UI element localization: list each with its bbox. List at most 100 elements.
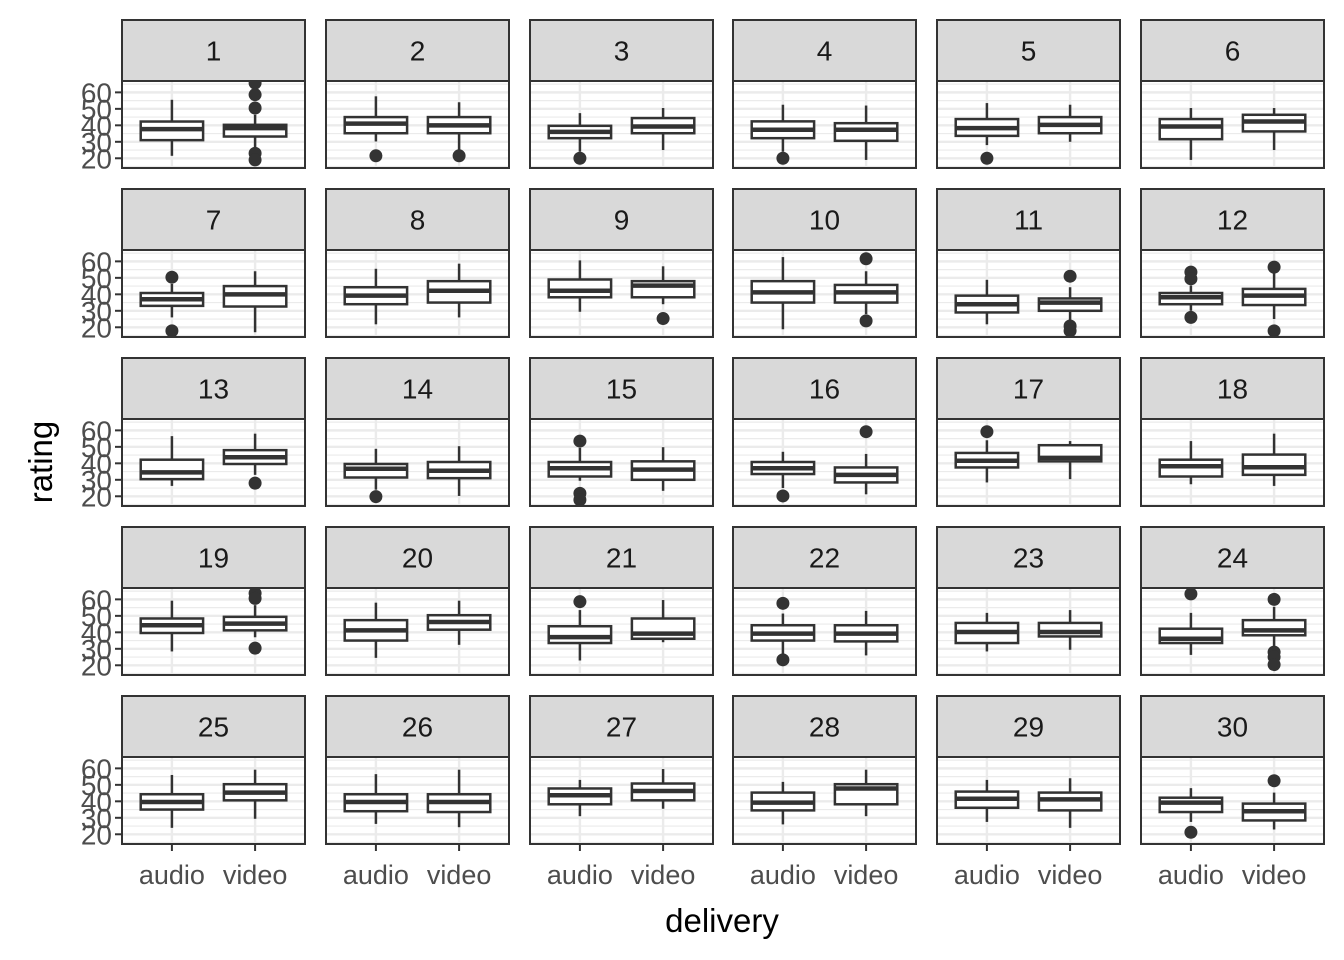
box-audio [954, 779, 1020, 822]
facet-panel-11: 11 [936, 188, 1121, 338]
y-tick-label: 40 [81, 617, 112, 648]
facet-strip-label: 25 [198, 712, 229, 743]
facet-panel-6: 6 [1140, 19, 1325, 169]
x-tick-label: video [1038, 860, 1103, 890]
y-tick-label: 30 [81, 803, 112, 834]
box-video [1037, 441, 1103, 480]
facet-strip-label: 14 [402, 374, 433, 405]
facet-panel-10: 10 [732, 188, 917, 338]
facet-strip [732, 695, 917, 758]
facet-strip-label: 9 [614, 205, 630, 236]
y-tick-label: 50 [81, 770, 112, 801]
box-video [222, 433, 288, 490]
x-tick-label: video [427, 860, 492, 890]
facet-strip-label: 26 [402, 712, 433, 743]
outlier-point [776, 151, 790, 165]
box-video [1241, 774, 1307, 830]
facet-panel-18: 18 [1140, 357, 1325, 507]
x-tick-label: audio [1158, 860, 1224, 890]
box-audio [750, 451, 816, 503]
box-audio [750, 257, 816, 330]
box-video [426, 769, 492, 828]
box-iqr [222, 123, 288, 138]
facet-strip-label: 12 [1217, 205, 1248, 236]
y-tick-label: 30 [81, 465, 112, 496]
facet-panel-5: 5 [936, 19, 1121, 169]
y-tick-label: 20 [81, 312, 112, 343]
box-audio [1158, 108, 1224, 160]
facet-strip-label: 4 [817, 36, 833, 67]
facet-strip [121, 188, 306, 251]
facet-strip [529, 526, 714, 589]
facet-panel-17: 17 [936, 357, 1121, 507]
box-audio [343, 774, 409, 824]
facet-panel-3: 3 [529, 19, 714, 169]
outlier-point [1267, 592, 1281, 606]
box-video [833, 425, 899, 495]
outlier-point [1063, 324, 1077, 338]
box-video [833, 105, 899, 160]
facet-strip-label: 20 [402, 543, 433, 574]
box-video [1037, 610, 1103, 650]
facet-strip [732, 188, 917, 251]
facet-strip [121, 526, 306, 589]
box-audio [547, 113, 613, 165]
facet-panel-2: 2 [325, 19, 510, 169]
box-video [1037, 269, 1103, 338]
y-tick-label: 40 [81, 786, 112, 817]
y-tick-label: 50 [81, 432, 112, 463]
facet-strip-label: 21 [606, 543, 637, 574]
box-video [630, 266, 696, 326]
y-tick-label: 50 [81, 601, 112, 632]
box-video [426, 446, 492, 496]
box-audio [954, 612, 1020, 652]
box-audio [1158, 265, 1224, 324]
outlier-point [573, 434, 587, 448]
box-audio [1158, 441, 1224, 485]
facet-strip-label: 15 [606, 374, 637, 405]
box-video [1241, 592, 1307, 672]
facet-strip [732, 19, 917, 82]
box-audio [547, 434, 613, 507]
box-audio [750, 781, 816, 825]
x-axis-title: delivery [665, 902, 779, 939]
facet-strip [121, 357, 306, 420]
box-video [630, 447, 696, 491]
facet-strip [936, 357, 1121, 420]
facet-strip-label: 5 [1021, 36, 1037, 67]
x-tick-label: audio [343, 860, 409, 890]
outlier-point [248, 153, 262, 167]
facet-strip [1140, 357, 1325, 420]
facet-strip-label: 7 [206, 205, 222, 236]
facet-panel-16: 16 [732, 357, 917, 507]
outlier-point [1184, 310, 1198, 324]
box-audio [547, 260, 613, 312]
outlier-point [248, 88, 262, 102]
facet-strip [325, 526, 510, 589]
y-tick-label: 50 [81, 263, 112, 294]
facet-strip-label: 30 [1217, 712, 1248, 743]
box-video [833, 769, 899, 817]
box-audio [954, 103, 1020, 165]
x-tick-label: video [223, 860, 288, 890]
box-video [222, 271, 288, 333]
outlier-point [248, 101, 262, 115]
facet-panel-15: 15 [529, 357, 714, 507]
box-video [630, 769, 696, 809]
outlier-point [573, 151, 587, 165]
y-tick-label: 50 [81, 94, 112, 125]
outlier-point [1184, 825, 1198, 839]
outlier-point [1063, 269, 1077, 283]
y-tick-label: 60 [81, 246, 112, 277]
outlier-point [452, 149, 466, 163]
x-tick-label: audio [954, 860, 1020, 890]
